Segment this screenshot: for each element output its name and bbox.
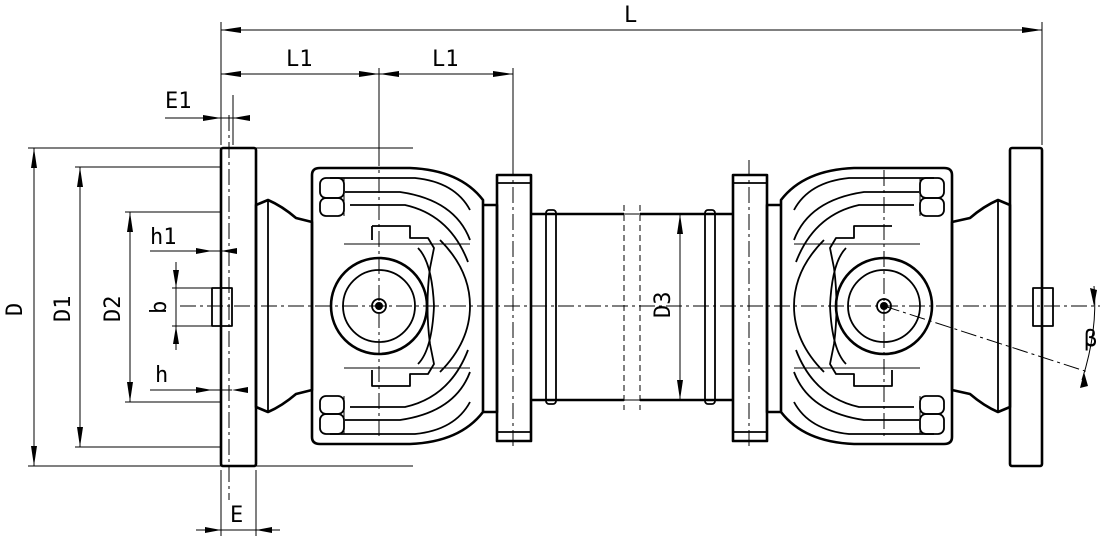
label-D: D: [3, 303, 28, 316]
right-flange: [1008, 146, 1054, 468]
label-h: h: [155, 363, 168, 388]
label-beta: β: [1084, 327, 1097, 352]
dimension-L: L: [221, 3, 1042, 33]
right-hub: [950, 198, 1012, 414]
right-yoke: [779, 166, 954, 446]
dimension-D3: D3: [651, 214, 683, 400]
label-L1-right: L1: [432, 47, 459, 72]
right-middle-flange: [731, 173, 781, 443]
dimension-L1: L1 L1: [221, 47, 513, 77]
label-b: b: [147, 301, 172, 314]
dimension-E1: E1: [165, 89, 250, 121]
label-L1-left: L1: [286, 47, 313, 72]
dimension-b: b: [147, 262, 179, 350]
left-middle-flange: [483, 173, 533, 443]
dimension-D: D: [3, 148, 37, 466]
dimension-D2: D2: [101, 212, 133, 402]
label-D2: D2: [101, 296, 126, 323]
label-h1: h1: [150, 225, 177, 250]
label-E1: E1: [165, 89, 192, 114]
left-flange: [211, 146, 258, 468]
label-L: L: [624, 3, 637, 28]
dimension-E: E: [196, 503, 280, 533]
angle-beta: β: [1080, 285, 1097, 388]
label-D3: D3: [651, 292, 676, 319]
label-E: E: [230, 503, 243, 528]
dimension-h1: h1: [150, 225, 237, 254]
extension-lines: [28, 22, 1043, 536]
dimension-h: h: [150, 363, 248, 393]
middle-shaft-tube: [531, 205, 733, 410]
label-D1: D1: [51, 296, 76, 323]
dimension-D1: D1: [51, 167, 83, 447]
